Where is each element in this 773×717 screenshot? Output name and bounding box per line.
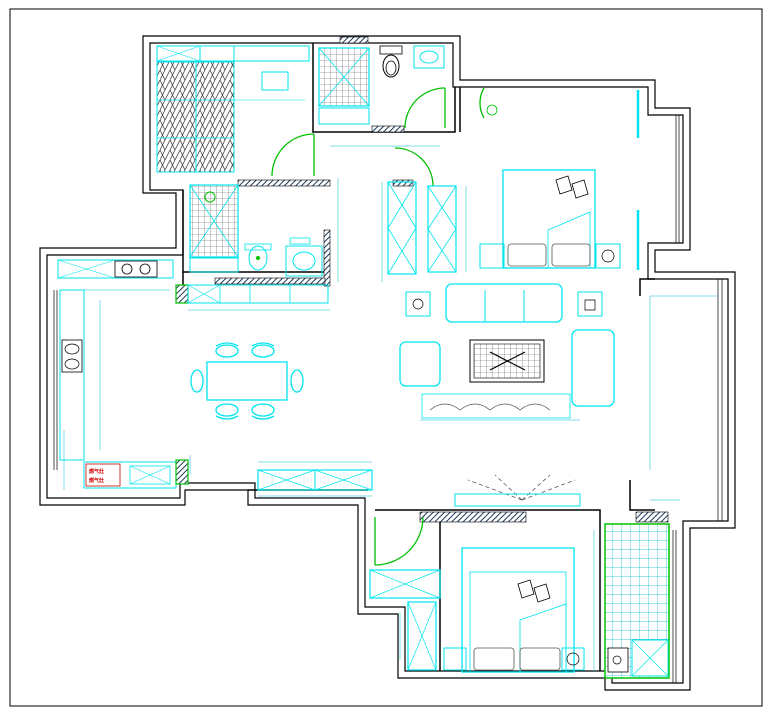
stove-label-1: 燃气灶 [89, 468, 104, 475]
middle-bathroom [189, 184, 323, 277]
windows [53, 115, 723, 683]
interior-walls [182, 43, 655, 671]
dimension-lines [188, 178, 680, 660]
tv-view-lines [454, 474, 581, 507]
study-room [156, 45, 310, 173]
second-bedroom [369, 516, 585, 673]
hall-cabinet [257, 461, 373, 497]
top-bathroom [318, 45, 446, 187]
hatched-walls [214, 36, 669, 523]
outer-walls [39, 35, 736, 691]
kitchen: 燃气灶 燃气灶 [57, 259, 329, 490]
master-bedroom [479, 87, 640, 270]
drawing-frame [9, 8, 763, 707]
study-door [271, 133, 315, 177]
balcony [593, 523, 670, 679]
dining-table [190, 342, 304, 420]
stove-label-2: 燃气灶 [89, 477, 104, 484]
living-room [387, 181, 718, 470]
